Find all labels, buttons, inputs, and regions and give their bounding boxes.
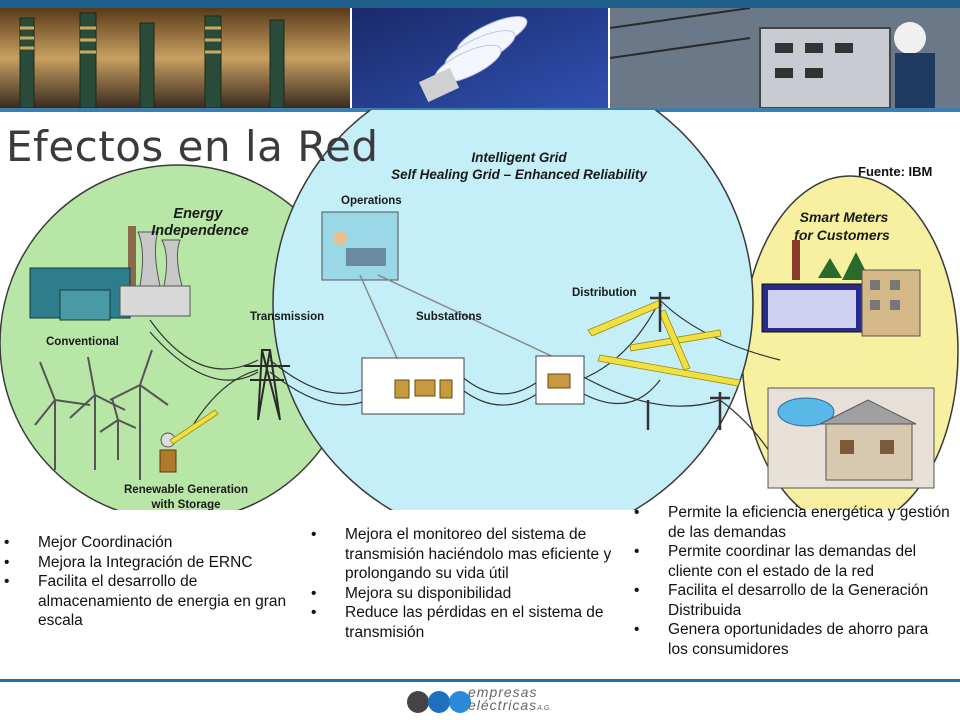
banner-photo-technician: [610, 8, 960, 108]
logo-line-1: empresas: [468, 684, 538, 700]
list-item: Permite coordinar las demandas del clien…: [634, 542, 950, 581]
conventional-label: Conventional: [46, 336, 119, 348]
operations-label: Operations: [341, 195, 402, 207]
operations-box: [321, 211, 399, 281]
wind-turbines-icon: [34, 349, 169, 480]
transmission-tower-icon: [244, 349, 290, 421]
banner-photo-substation: [0, 8, 350, 108]
top-bar: [0, 0, 960, 8]
list-item: Mejora la Integración de ERNC: [4, 553, 304, 573]
company-logo-text: empresas eléctricasA.G.: [468, 684, 552, 715]
power-plant-icon: [29, 226, 191, 321]
list-item: Facilita el desarrollo de almacenamiento…: [4, 572, 304, 631]
list-item: Reduce las pérdidas en el sistema de tra…: [311, 603, 621, 642]
transmission-label: Transmission: [250, 311, 324, 323]
list-item: Genera oportunidades de ahorro para los …: [634, 620, 950, 659]
list-item: Mejora el monitoreo del sistema de trans…: [311, 525, 621, 584]
logo-suffix: A.G.: [537, 705, 552, 712]
storage-box: [159, 449, 177, 473]
banner-photo-bulb: [352, 8, 608, 108]
commercial-building-icon: [761, 240, 921, 337]
list-item: Facilita el desarrollo de la Generación …: [634, 581, 950, 620]
distribution-label: Distribution: [572, 287, 637, 299]
source-label: Fuente: IBM: [858, 164, 933, 179]
bullets-center: Mejora el monitoreo del sistema de trans…: [311, 525, 621, 642]
substations-label: Substations: [416, 311, 482, 323]
smart-house-icon: [767, 387, 935, 489]
list-item: Mejora su disponibilidad: [311, 584, 621, 604]
yellow-flows: [169, 299, 741, 445]
company-logo-icon: [407, 691, 471, 713]
bullets-left: Mejor Coordinación Mejora la Integración…: [4, 533, 304, 631]
logo-line-2: eléctricas: [468, 697, 538, 713]
bullets-right: Permite la eficiencia energética y gesti…: [634, 503, 950, 659]
page-title: Efectos en la Red: [6, 122, 379, 171]
footer-divider: [0, 679, 960, 682]
list-item: Mejor Coordinación: [4, 533, 304, 553]
list-item: Permite la eficiencia energética y gesti…: [634, 503, 950, 542]
